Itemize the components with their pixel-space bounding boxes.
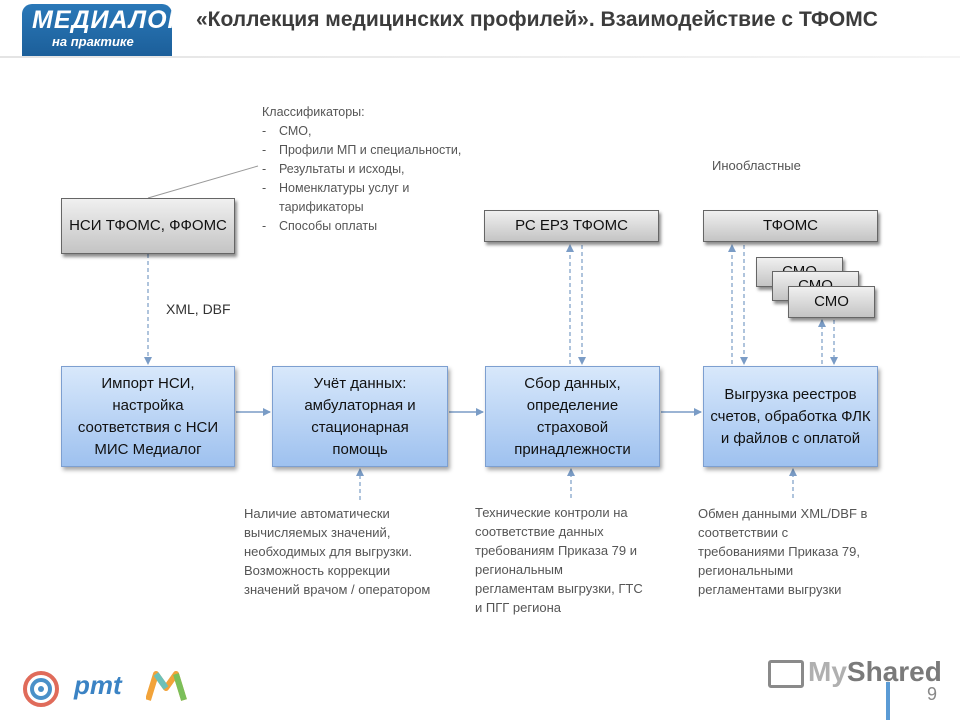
medialog-round-logo-icon (23, 671, 59, 707)
rs-erz-box: РС ЕРЗ ТФОМС (484, 210, 659, 242)
logo-main-text: МЕДИАЛОГ (32, 6, 172, 34)
m-plus-logo-icon (146, 671, 187, 701)
page-number: 9 (927, 684, 938, 704)
classifier-item: -Профили МП и специальности, (262, 143, 462, 157)
classifiers-note: Классификаторы: -СМО, -Профили МП и спец… (262, 103, 461, 236)
sbor-dannyh-box: Сбор данных, определение страховой прина… (485, 366, 660, 467)
vygruzka-reestrov-box: Выгрузка реестров счетов, обработка ФЛК … (703, 366, 878, 467)
tfoms-box: ТФОМС (703, 210, 878, 242)
pmt-logo: pmt (74, 670, 122, 700)
medialog-logo: МЕДИАЛОГ на практике (22, 4, 172, 56)
uchet-dannyh-box: Учёт данных: амбулаторная и стационарная… (272, 366, 448, 467)
classifier-item: -Результаты и исходы, (262, 162, 405, 176)
inoblastnye-label: Инообластные (712, 158, 801, 173)
footer-accent-bar (886, 682, 890, 720)
classifier-callout-line (147, 165, 259, 199)
myshared-icon (768, 659, 804, 688)
header-divider (0, 56, 960, 58)
xml-dbf-label: XML, DBF (166, 301, 231, 317)
classifiers-heading: Классификаторы: (262, 105, 365, 119)
import-nsi-box: Импорт НСИ, настройка соответствия с НСИ… (61, 366, 235, 467)
classifier-item: -Номенклатуры услуг и тарификаторы (262, 181, 410, 214)
nsi-tfoms-box: НСИ ТФОМС, ФФОМС (61, 198, 235, 254)
logo-sub-text: на практике (52, 34, 134, 49)
myshared-watermark: MyShared (768, 656, 942, 688)
smo-box-3: СМО (788, 286, 875, 318)
classifier-item: -Способы оплаты (262, 219, 378, 233)
page-title: «Коллекция медицинских профилей». Взаимо… (196, 8, 878, 31)
classifier-item: -СМО, (262, 124, 312, 138)
